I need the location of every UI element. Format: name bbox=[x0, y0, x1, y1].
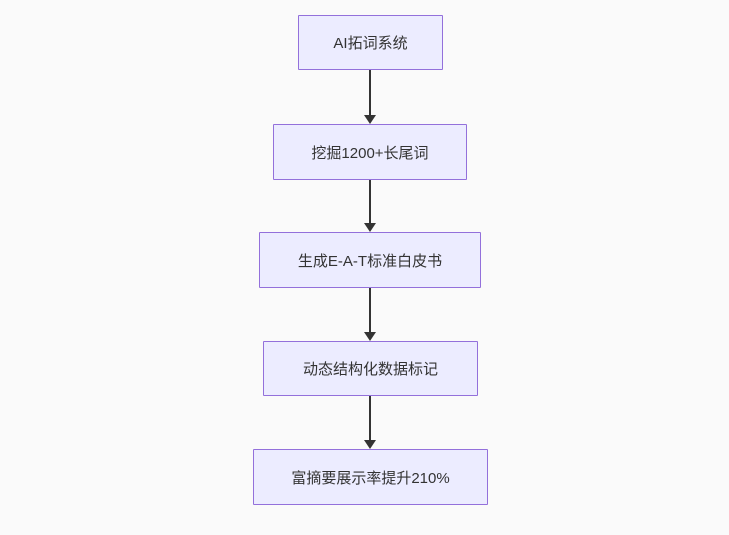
flow-node-structured-data: 动态结构化数据标记 bbox=[263, 341, 478, 396]
arrow-down-icon bbox=[364, 223, 376, 232]
flow-node-ai-system: AI拓词系统 bbox=[298, 15, 443, 70]
arrow-down-icon bbox=[364, 440, 376, 449]
flow-node-label: 生成E-A-T标准白皮书 bbox=[297, 252, 443, 270]
arrow-down-icon bbox=[364, 332, 376, 341]
edge-line bbox=[369, 396, 371, 441]
flow-node-eat-whitepaper: 生成E-A-T标准白皮书 bbox=[259, 232, 481, 288]
edge-line bbox=[369, 70, 371, 116]
arrow-down-icon bbox=[364, 115, 376, 124]
flow-node-label: 动态结构化数据标记 bbox=[302, 361, 438, 378]
edge-line bbox=[369, 288, 371, 333]
flow-node-label: 挖掘1200+长尾词 bbox=[311, 144, 429, 162]
flow-node-label: 富摘要展示率提升210% bbox=[291, 469, 450, 487]
flow-node-label: AI拓词系统 bbox=[333, 35, 408, 52]
flow-node-longtail-keywords: 挖掘1200+长尾词 bbox=[273, 124, 467, 180]
flow-node-rich-snippet-result: 富摘要展示率提升210% bbox=[253, 449, 488, 505]
edge-line bbox=[369, 180, 371, 224]
